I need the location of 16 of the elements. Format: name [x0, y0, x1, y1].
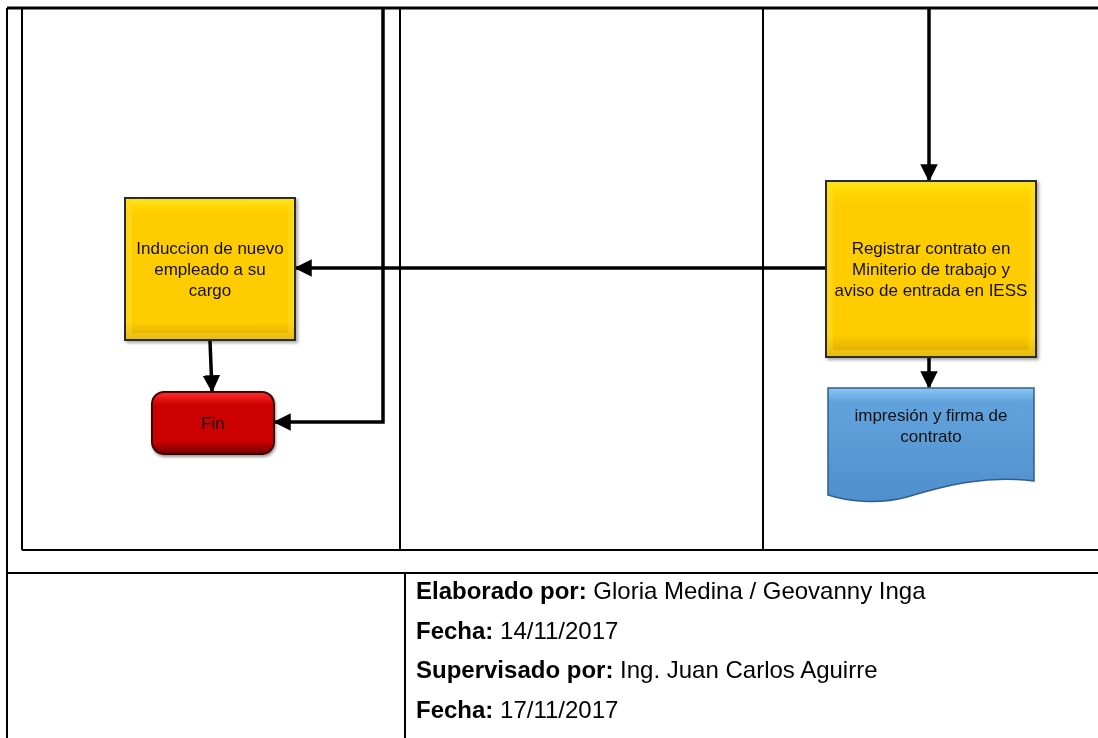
arrow — [920, 358, 938, 389]
signature-text: Supervisado por: Ing. Juan Carlos Aguirre — [416, 656, 878, 684]
arrow — [920, 8, 938, 182]
node-text: Registrar contrato en Miniterio de trabajo y aviso de entrada en IESS — [833, 237, 1029, 301]
signature-text: Fecha: 14/11/2017 — [416, 617, 619, 645]
process-box — [825, 180, 1037, 358]
document-shape — [827, 387, 1035, 505]
signature-text: Fecha: 17/11/2017 — [416, 696, 619, 724]
arrow — [273, 8, 385, 431]
node-text: impresión y firma de contrato — [853, 405, 1009, 447]
node-text: Induccion de nuevo empleado a su cargo — [135, 237, 285, 301]
signature-text: Elaborado por: Gloria Medina / Geovanny Inga — [416, 577, 926, 605]
process-box — [124, 197, 296, 341]
node-text: Fin — [201, 412, 225, 434]
arrow — [202, 340, 221, 393]
terminal-box — [151, 391, 275, 455]
